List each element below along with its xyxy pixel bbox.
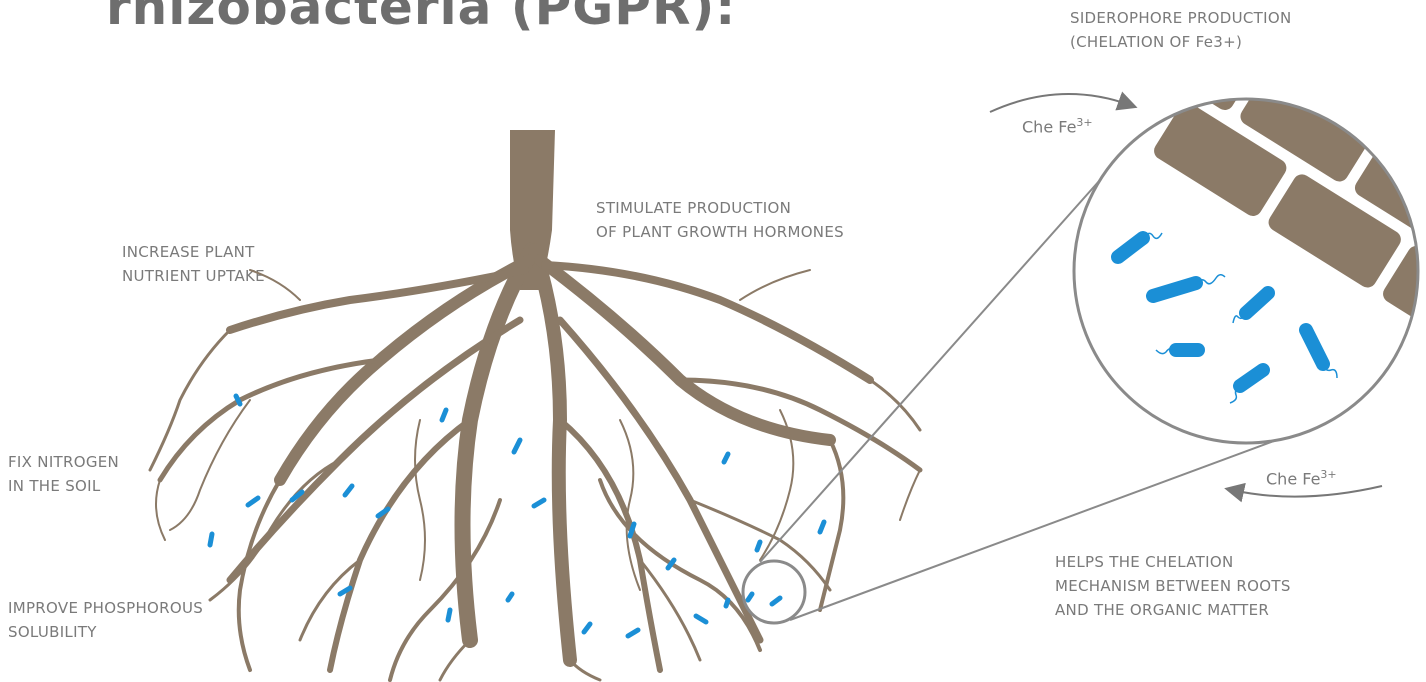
root-fine-2 [870,380,920,430]
bacterium [820,522,824,532]
root-main-2 [535,250,570,660]
root-fine-12 [740,270,810,300]
bacterium [514,440,520,452]
bacterium [448,610,450,620]
root-main-12 [680,380,920,470]
bacterium [248,498,258,505]
arrow-bottom [1232,486,1382,497]
bacterium [757,542,760,550]
root-fine-5 [300,560,360,640]
root-fine-7 [440,640,470,680]
bacterium [726,600,728,606]
bacterium [508,594,512,600]
zoom-line-top [760,180,1100,562]
bacterium [628,630,638,636]
root-fine-10 [900,470,920,520]
bacterium [748,594,752,600]
root-main-1 [463,250,533,640]
bacterium [442,410,446,420]
bacterium [534,500,544,506]
root-fine-8 [570,660,600,680]
arrow-top [990,94,1130,112]
bacterium [724,454,728,462]
bacterium [210,534,212,545]
root-fine-11 [250,270,300,300]
bacterium [584,624,590,632]
bacterium [772,598,780,604]
root-fine-13 [415,420,425,580]
root-main-9 [330,420,470,670]
bacterium [696,616,706,622]
root-main-5 [230,270,525,330]
bacterium [345,486,352,495]
root-fine-9 [156,480,165,540]
root-main-13 [239,480,280,670]
root-main-15 [390,500,500,680]
zoom-line-bottom [790,418,1336,620]
